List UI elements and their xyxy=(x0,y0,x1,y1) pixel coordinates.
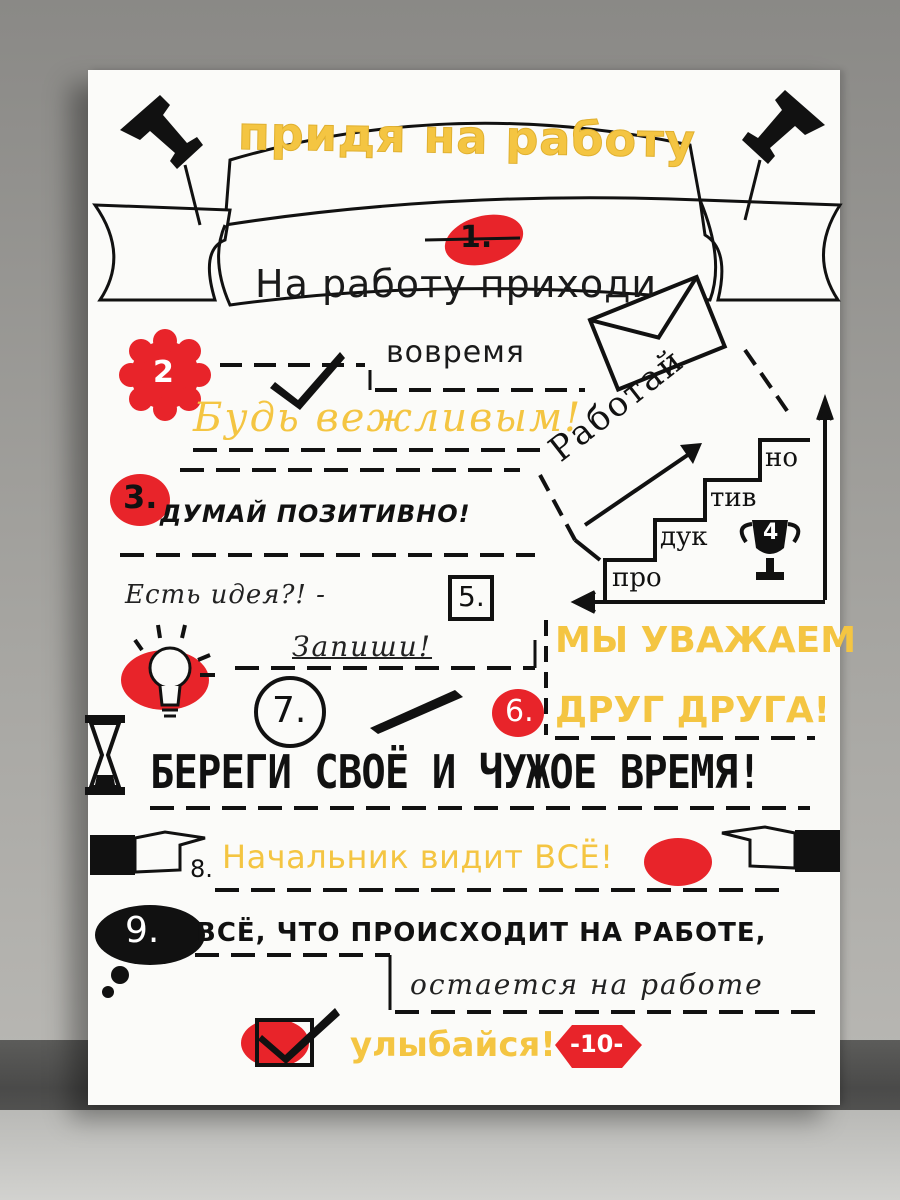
push-pin-icon xyxy=(120,95,203,226)
thought-bubble-icon xyxy=(95,905,205,998)
rule-number-5: 5. xyxy=(458,580,485,613)
rule-number-2: 2 xyxy=(153,355,174,390)
rule-number-6: 6. xyxy=(505,694,534,729)
flower-badge-icon xyxy=(119,329,211,421)
rule-10-text: улыбайся! xyxy=(350,1025,556,1065)
number-circle-7 xyxy=(254,676,326,748)
rule-7-text: БЕРЕГИ СВОЁ И ЧУЖОЕ ВРЕМЯ! xyxy=(150,745,762,799)
rule-polite-text: Будь вежливым! xyxy=(193,395,583,441)
rule-2-text: вовремя xyxy=(386,335,525,370)
number-badge-10 xyxy=(555,1025,642,1068)
ribbon-banner xyxy=(92,121,843,307)
hourglass-icon xyxy=(85,715,125,795)
rule-5-idea-text: Есть идея?! - xyxy=(125,580,326,610)
stairs-step-1: про xyxy=(612,563,662,593)
number-badge-6 xyxy=(492,689,544,737)
stairs-diagram xyxy=(570,393,834,614)
pointing-hand-icon xyxy=(721,825,840,872)
rule-number-8: 8. xyxy=(190,855,213,883)
rule-number-1: 1. xyxy=(460,220,493,255)
light-bulb-icon xyxy=(121,624,215,718)
rule-8-text: Начальник видит ВСЁ! xyxy=(222,838,614,876)
highlight-blob xyxy=(644,838,712,886)
poster-title: придя на работу xyxy=(237,106,697,169)
checkbox-icon xyxy=(241,1008,340,1067)
rule-6-line-1: МЫ УВАЖАЕМ xyxy=(555,620,857,661)
rule-number-3: 3. xyxy=(123,478,158,516)
trophy-icon xyxy=(739,520,801,580)
rule-9-line-2: остается на работе xyxy=(410,968,764,1001)
rule-6-line-2: ДРУГ ДРУГА! xyxy=(555,690,831,731)
rule-3-text: ДУМАЙ ПОЗИТИВНО! xyxy=(160,500,471,528)
stairs-step-2: дук xyxy=(660,522,708,552)
rule-number-10: -10- xyxy=(570,1030,624,1058)
number-box-5 xyxy=(448,575,494,621)
floor-reflection xyxy=(0,1110,900,1200)
stairs-step-4: но xyxy=(765,443,798,473)
push-pin-icon xyxy=(742,90,825,221)
rule-5-write-text: Запиши! xyxy=(292,630,433,663)
stairs-step-3: тив xyxy=(710,483,757,513)
rule-number-4: 4 xyxy=(763,520,779,545)
pen-icon xyxy=(370,690,463,734)
checkmark-icon xyxy=(270,352,345,410)
rule-1-text: На работу приходи xyxy=(255,262,658,306)
rule-number-7: 7. xyxy=(272,690,307,731)
pointing-hand-icon xyxy=(90,830,206,875)
rule-9-line-1: ВСЁ, ЧТО ПРОИСХОДИТ НА РАБОТЕ, xyxy=(196,918,767,948)
envelope-icon xyxy=(587,274,728,393)
number-badge-3 xyxy=(110,474,170,526)
rule-number-9: 9. xyxy=(125,910,160,951)
checkmark-icon xyxy=(258,1008,340,1064)
